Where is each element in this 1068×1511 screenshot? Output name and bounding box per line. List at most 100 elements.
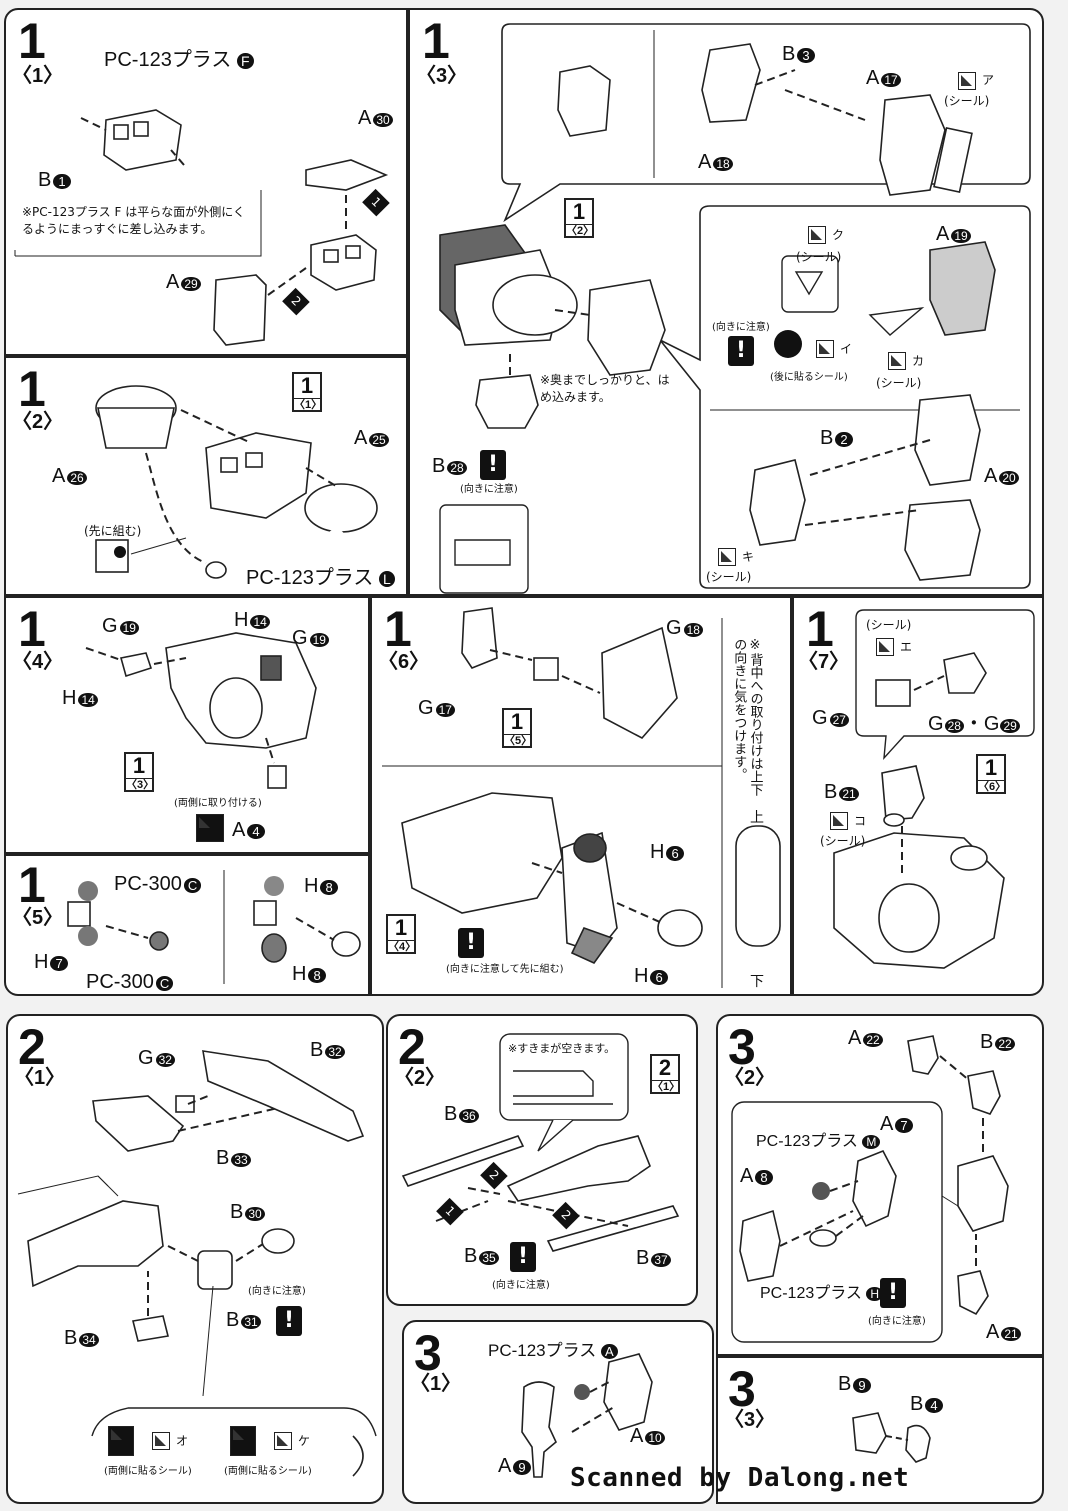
part-label-pc123-f: PC-123プラス F [104, 50, 254, 70]
direction-up: 上 [750, 810, 764, 826]
mirror-icon [108, 1426, 134, 1456]
part-label-pc123-m: PC-123プラス M [756, 1134, 881, 1150]
both-sides-seal-hint: (両側に貼るシール) [104, 1466, 192, 1477]
reference-box: 1〈6〉 [976, 754, 1007, 794]
orientation-note: ※背中への取り付けは上下の向きに気をつけます。 [731, 638, 763, 796]
caution-hint: (向きに注意) [460, 484, 518, 495]
substep-label: 〈2〉 [394, 1067, 446, 1089]
assembly-diagram [439, 23, 1031, 594]
caution-icon: ! [458, 928, 484, 958]
assembly-diagram [17, 1050, 377, 1477]
sticker-icon [888, 352, 906, 370]
reference-box: 1〈1〉 [292, 372, 323, 412]
caution-hint: (向きに注意) [492, 1280, 550, 1291]
substep-label: 〈2〉 [724, 1067, 776, 1089]
step-number: 3 [728, 1019, 756, 1075]
caution-icon: ! [480, 450, 506, 480]
step-number: 1 [422, 13, 450, 69]
insert-fully-note: ※奥までしっかりと、はめ込みます。 [540, 373, 670, 405]
sticker-caption: (シール) [706, 570, 752, 584]
assembly-note: ※PC-123プラス F は平らな面が外側にくるようにまっすぐに差し込みます。 [22, 205, 245, 237]
assembly-diagram [95, 385, 378, 579]
caution-hint: (向きに注意) [248, 1286, 306, 1297]
step-number: 3 [414, 1325, 442, 1381]
sticker-caption: (シール) [796, 250, 842, 264]
step-number: 1 [18, 857, 46, 913]
sticker-a: ア [982, 73, 995, 87]
substep-label: 〈5〉 [12, 907, 64, 929]
sticker-icon [274, 1432, 292, 1450]
caution-icon: ! [276, 1306, 302, 1336]
substep-label: 〈4〉 [12, 651, 64, 673]
substep-label: 〈6〉 [378, 651, 430, 673]
sticker-caption: (シール) [820, 834, 866, 848]
mirror-icon [230, 1426, 256, 1456]
sticker-caption: (シール) [866, 618, 912, 632]
reference-box-4: 1〈4〉 [386, 914, 417, 954]
reference-box-5: 1〈5〉 [502, 708, 533, 748]
mirror-icon [196, 814, 224, 842]
gap-note: ※すきまが空きます。 [508, 1042, 616, 1055]
sticker-e: エ [900, 640, 913, 654]
assembly-diagram [833, 609, 1035, 969]
assemble-first-hint: (向きに注意して先に組む) [446, 964, 564, 975]
part-label-pc123-a: PC-123プラス A [488, 1342, 618, 1359]
assemble-first-hint: (先に組む) [84, 524, 142, 538]
sticker-ke: ケ [298, 1434, 311, 1448]
sticker-ki: キ [742, 550, 755, 564]
caution-hint: (向きに注意) [712, 322, 770, 333]
sticker-ka: カ [912, 354, 925, 368]
substep-label: 〈1〉 [12, 65, 64, 87]
step-number: 2 [18, 1019, 46, 1075]
both-sides-hint: (両側に取り付ける) [174, 798, 262, 809]
direction-down: 下 [750, 974, 764, 990]
step-number: 2 [398, 1019, 426, 1075]
step-number: 1 [806, 601, 834, 657]
step-number: 1 [18, 13, 46, 69]
sticker-icon [830, 812, 848, 830]
substep-label: 〈3〉 [416, 65, 468, 87]
caution-icon: ! [510, 1242, 536, 1272]
